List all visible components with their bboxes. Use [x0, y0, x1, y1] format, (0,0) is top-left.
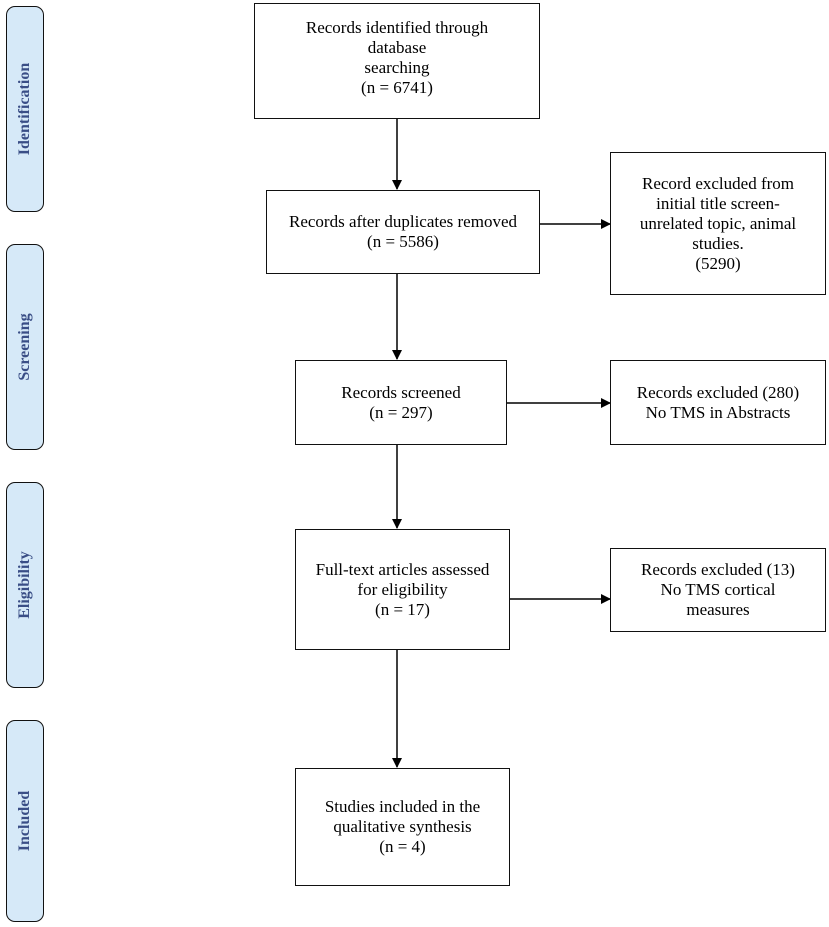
- stage-eligibility: Eligibility: [6, 482, 44, 688]
- excluded-fulltext-box: Records excluded (13) No TMS cortical me…: [610, 548, 826, 632]
- screened-box: Records screened (n = 297): [295, 360, 507, 445]
- screened-line-1: Records screened: [341, 382, 461, 402]
- excluded-abstract-line-1: Records excluded (280): [636, 382, 800, 402]
- included-line-2: qualitative synthesis: [333, 817, 472, 836]
- included-line-1: Studies included in the: [324, 797, 481, 816]
- excluded-fulltext-line-2: No TMS cortical: [660, 580, 776, 599]
- duplicates-line-1: Records after duplicates removed: [289, 212, 517, 231]
- identified-line-2: database: [367, 38, 427, 57]
- stage-identification: Identification: [6, 6, 44, 212]
- identified-line-1: Records identified through: [305, 18, 489, 37]
- excluded-title-line-1: Record excluded from: [642, 173, 794, 193]
- fulltext-box: Full-text articles assessed for eligibil…: [295, 529, 510, 650]
- screened-line-2: (n = 297): [369, 402, 433, 422]
- included-box: Studies included in the qualitative synt…: [295, 768, 510, 886]
- duplicates-box: Records after duplicates removed (n = 55…: [266, 190, 540, 274]
- excluded-fulltext-line-3: measures: [686, 600, 750, 619]
- stage-included: Included: [6, 720, 44, 922]
- identified-line-3: searching: [364, 58, 430, 77]
- fulltext-line-2: for eligibility: [357, 579, 448, 599]
- excluded-title-line-3: unrelated topic, animal: [639, 213, 797, 233]
- identified-line-4: (n = 6741): [361, 78, 433, 97]
- duplicates-line-2: (n = 5586): [367, 232, 439, 251]
- excluded-title-box: Record excluded from initial title scree…: [610, 152, 826, 295]
- identified-box: Records identified through database sear…: [254, 3, 540, 119]
- stage-screening: Screening: [6, 244, 44, 450]
- excluded-title-line-5: (5290): [695, 253, 741, 273]
- excluded-title-line-4: studies.: [692, 233, 744, 253]
- fulltext-line-3: (n = 17): [375, 599, 430, 619]
- fulltext-line-1: Full-text articles assessed: [315, 559, 490, 579]
- excluded-fulltext-line-1: Records excluded (13): [641, 560, 795, 579]
- excluded-abstract-line-2: No TMS in Abstracts: [645, 402, 791, 422]
- excluded-abstract-box: Records excluded (280) No TMS in Abstrac…: [610, 360, 826, 445]
- excluded-title-line-2: initial title screen-: [656, 193, 780, 213]
- included-line-3: (n = 4): [379, 837, 426, 856]
